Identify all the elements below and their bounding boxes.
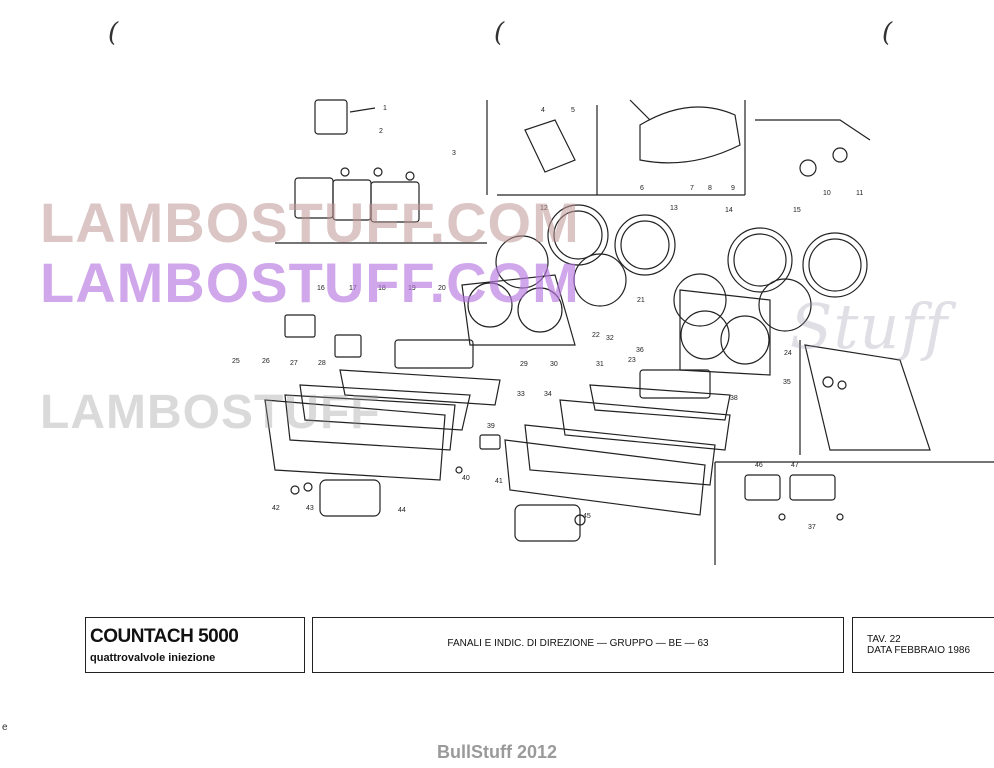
callout-5: 5	[571, 107, 575, 114]
callout-38: 38	[730, 395, 738, 402]
callout-14: 14	[725, 207, 733, 214]
footer-credit: BullStuff 2012	[436, 742, 558, 762]
callout-41: 41	[495, 478, 503, 485]
callout-21: 21	[637, 297, 645, 304]
table-date: DATA FEBBRAIO 1986	[867, 645, 971, 656]
callout-45: 45	[583, 513, 591, 520]
callout-23: 23	[628, 357, 636, 364]
title-block-table: TAV. 22 DATA FEBBRAIO 1986	[852, 617, 994, 673]
callout-24: 24	[784, 350, 792, 357]
callout-33: 33	[517, 391, 525, 398]
callout-19: 19	[408, 285, 416, 292]
callout-28: 28	[318, 360, 326, 367]
title-block-model: COUNTACH 5000 quattrovalvole iniezione	[85, 617, 305, 673]
callout-8: 8	[708, 185, 712, 192]
callout-34: 34	[544, 391, 552, 398]
callout-32: 32	[606, 335, 614, 342]
callout-43: 43	[306, 505, 314, 512]
callout-1: 1	[383, 105, 387, 112]
callout-39: 39	[487, 423, 495, 430]
callout-13: 13	[670, 205, 678, 212]
callout-4: 4	[541, 107, 545, 114]
binder-mark-right: (	[882, 18, 893, 48]
group-title: FANALI E INDIC. DI DIREZIONE — GRUPPO — …	[447, 638, 709, 649]
title-block-group: FANALI E INDIC. DI DIREZIONE — GRUPPO — …	[312, 617, 844, 673]
callout-27: 27	[290, 360, 298, 367]
binder-mark-left: (	[108, 18, 119, 48]
model-subtitle: quattrovalvole iniezione	[90, 652, 216, 664]
callout-22: 22	[592, 332, 600, 339]
table-number: TAV. 22	[867, 634, 901, 645]
callout-17: 17	[349, 285, 357, 292]
callout-11: 11	[856, 190, 863, 197]
callout-31: 31	[596, 361, 604, 368]
callout-3: 3	[452, 150, 456, 157]
callout-35: 35	[783, 379, 791, 386]
corner-mark: e	[2, 722, 8, 733]
model-name: COUNTACH 5000	[90, 626, 239, 647]
callout-46: 46	[755, 462, 763, 469]
callout-15: 15	[793, 207, 801, 214]
callout-30: 30	[550, 361, 558, 368]
callout-25: 25	[232, 358, 240, 365]
callout-10: 10	[823, 190, 831, 197]
callout-44: 44	[398, 507, 406, 514]
callout-37: 37	[808, 524, 816, 531]
callout-2: 2	[379, 128, 383, 135]
callout-20: 20	[438, 285, 446, 292]
callout-29: 29	[520, 361, 528, 368]
callout-42: 42	[272, 505, 280, 512]
callout-6: 6	[640, 185, 644, 192]
callout-40: 40	[462, 475, 470, 482]
callout-7: 7	[690, 185, 694, 192]
callout-26: 26	[262, 358, 270, 365]
callout-18: 18	[378, 285, 386, 292]
callout-12: 12	[540, 205, 548, 212]
callout-36: 36	[636, 347, 644, 354]
callout-9: 9	[731, 185, 735, 192]
binder-mark-center: (	[494, 18, 505, 48]
callout-47: 47	[791, 462, 799, 469]
callout-16: 16	[317, 285, 325, 292]
